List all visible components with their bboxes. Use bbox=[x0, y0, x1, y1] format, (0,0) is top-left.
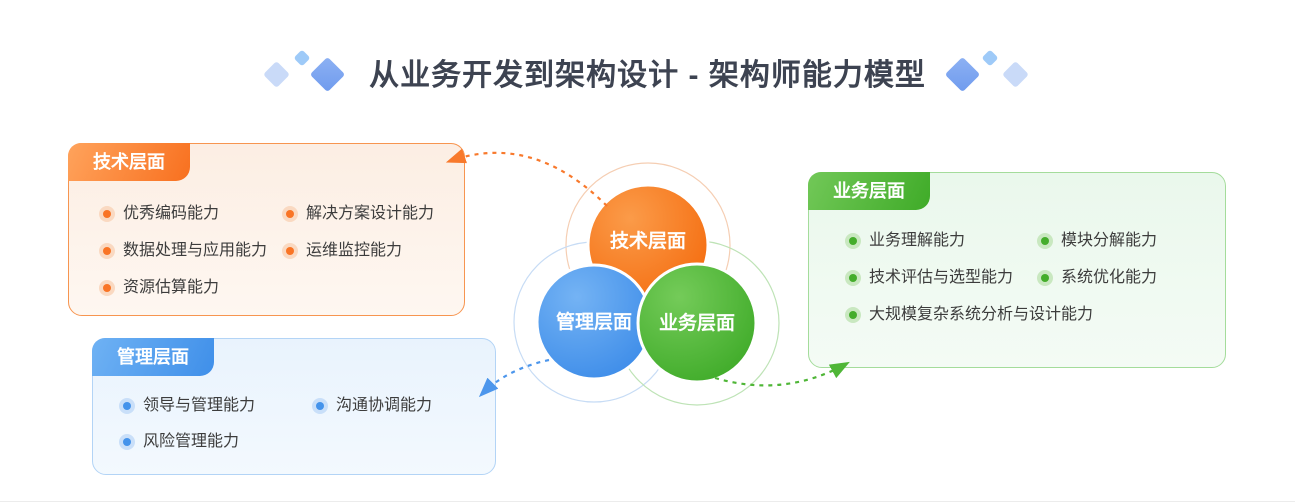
venn-circle-management bbox=[535, 263, 653, 381]
list-item: 领导与管理能力 bbox=[123, 396, 316, 416]
diamond-icon bbox=[293, 49, 311, 67]
card-technical-items: 优秀编码能力 解决方案设计能力 数据处理与应用能力 运维监控能力 资源估算能力 bbox=[69, 144, 464, 298]
title-decoration-left bbox=[263, 49, 351, 95]
bullet-icon bbox=[316, 402, 324, 410]
bullet-icon bbox=[286, 247, 294, 255]
item-label: 技术评估与选型能力 bbox=[869, 269, 1014, 286]
bullet-icon bbox=[1041, 237, 1049, 245]
bullet-icon bbox=[849, 311, 857, 319]
bullet-icon bbox=[103, 284, 111, 292]
item-label: 沟通协调能力 bbox=[336, 397, 433, 414]
halo-ring-business bbox=[614, 240, 780, 406]
card-management-items: 领导与管理能力 沟通协调能力 风险管理能力 bbox=[93, 339, 495, 452]
list-item: 资源估算能力 bbox=[103, 278, 464, 298]
bullet-icon bbox=[103, 210, 111, 218]
list-item: 运维监控能力 bbox=[286, 241, 464, 261]
item-label: 模块分解能力 bbox=[1061, 232, 1158, 249]
bullet-icon bbox=[123, 402, 131, 410]
halo-ring-technical bbox=[565, 162, 731, 328]
bullet-icon bbox=[103, 247, 111, 255]
list-item: 业务理解能力 bbox=[849, 231, 1041, 251]
list-item: 风险管理能力 bbox=[123, 432, 495, 452]
item-label: 业务理解能力 bbox=[869, 232, 966, 249]
list-item: 系统优化能力 bbox=[1041, 268, 1225, 288]
card-technical-tab: 技术层面 bbox=[68, 143, 190, 181]
bullet-icon bbox=[286, 210, 294, 218]
bullet-icon bbox=[849, 237, 857, 245]
card-business-items: 业务理解能力 模块分解能力 技术评估与选型能力 系统优化能力 大规模复杂系统分析… bbox=[809, 173, 1225, 325]
list-item: 大规模复杂系统分析与设计能力 bbox=[849, 305, 1225, 325]
list-item: 技术评估与选型能力 bbox=[849, 268, 1041, 288]
item-label: 风险管理能力 bbox=[143, 433, 240, 450]
halo-ring-management bbox=[513, 241, 675, 403]
item-label: 解决方案设计能力 bbox=[306, 205, 435, 222]
bullet-icon bbox=[849, 274, 857, 282]
venn-label-business: 业务层面 bbox=[659, 311, 735, 334]
bullet-icon bbox=[1041, 274, 1049, 282]
item-label: 运维监控能力 bbox=[306, 242, 403, 259]
page-header: 从业务开发到架构设计 - 架构师能力模型 bbox=[0, 48, 1295, 96]
card-business: 业务层面 业务理解能力 模块分解能力 技术评估与选型能力 系统优化能力 大规模复… bbox=[808, 172, 1226, 368]
diamond-icon bbox=[263, 61, 291, 88]
list-item: 解决方案设计能力 bbox=[286, 204, 464, 224]
diamond-icon bbox=[1001, 61, 1029, 88]
bullet-icon bbox=[123, 438, 131, 446]
arrow-technical bbox=[445, 148, 608, 207]
card-business-tab: 业务层面 bbox=[808, 172, 930, 210]
venn-label-technical: 技术层面 bbox=[610, 229, 686, 252]
card-management-tab: 管理层面 bbox=[92, 338, 214, 376]
diamond-icon bbox=[944, 56, 981, 93]
venn-label-management: 管理层面 bbox=[556, 310, 632, 333]
diamond-icon bbox=[981, 49, 999, 67]
item-label: 领导与管理能力 bbox=[143, 397, 256, 414]
card-management: 管理层面 领导与管理能力 沟通协调能力 风险管理能力 bbox=[92, 338, 496, 475]
list-item: 优秀编码能力 bbox=[103, 204, 286, 224]
item-label: 大规模复杂系统分析与设计能力 bbox=[869, 306, 1094, 323]
list-item: 数据处理与应用能力 bbox=[103, 241, 286, 261]
item-label: 数据处理与应用能力 bbox=[123, 242, 268, 259]
item-label: 资源估算能力 bbox=[123, 279, 220, 296]
list-item: 模块分解能力 bbox=[1041, 231, 1225, 251]
venn-circle-business bbox=[636, 262, 758, 384]
item-label: 优秀编码能力 bbox=[123, 205, 220, 222]
page-title: 从业务开发到架构设计 - 架构师能力模型 bbox=[369, 59, 926, 92]
card-technical: 技术层面 优秀编码能力 解决方案设计能力 数据处理与应用能力 运维监控能力 资源… bbox=[68, 143, 465, 316]
title-decoration-right bbox=[944, 49, 1032, 95]
diamond-icon bbox=[309, 56, 346, 93]
list-item: 沟通协调能力 bbox=[316, 396, 495, 416]
venn-circle-technical bbox=[586, 183, 710, 307]
item-label: 系统优化能力 bbox=[1061, 269, 1158, 286]
